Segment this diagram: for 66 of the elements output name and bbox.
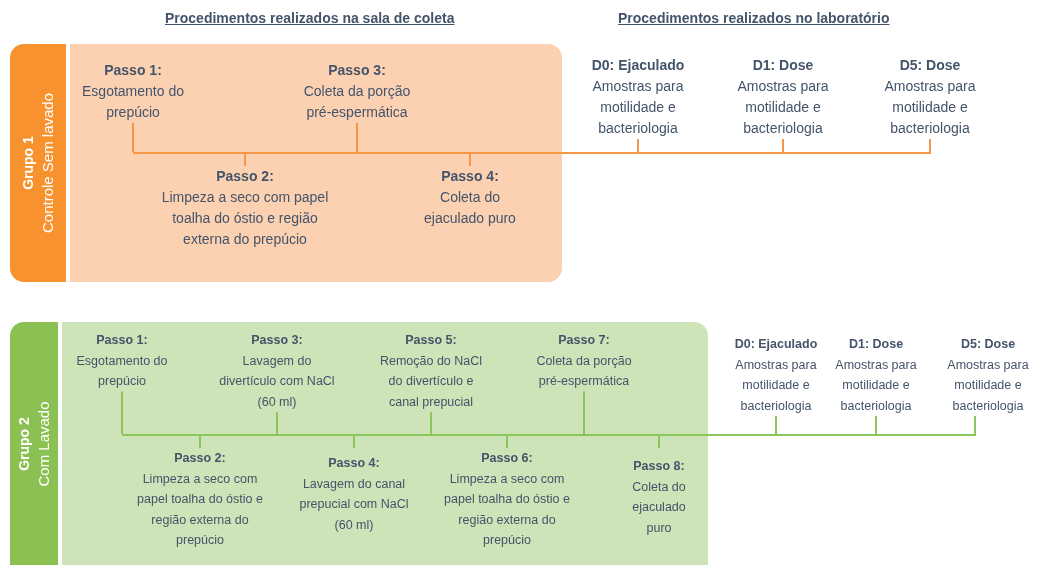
- connector-line: [199, 435, 201, 449]
- step-title: D1: Dose: [751, 56, 815, 75]
- connector-line: [583, 390, 585, 435]
- step-title: Passo 1:: [95, 332, 149, 349]
- group-subtitle: Controle Sem lavado: [38, 92, 57, 234]
- step-description: Limpeza a seco com papel toalha do óstio e região externa do prepúcio: [443, 470, 571, 549]
- step-title: Passo 7:: [557, 332, 611, 349]
- step-title: D0: Ejaculado: [590, 56, 686, 75]
- connector-line: [775, 415, 777, 435]
- connector-line: [658, 435, 660, 449]
- connector-line: [121, 390, 123, 435]
- step-description: Limpeza a seco com papel toalha do óstio e região externa do prepúcio: [160, 188, 330, 249]
- connector-line: [356, 122, 358, 153]
- group-band: [10, 322, 58, 565]
- step-description: Lavagem do canal prepucial com NaCl (60 ml): [298, 475, 410, 534]
- step-title: Passo 3:: [327, 61, 387, 80]
- connector-line: [430, 411, 432, 435]
- step-title: Passo 3:: [250, 332, 304, 349]
- connector-line: [276, 411, 278, 435]
- step-description: Coleta da porção pré-espermática: [302, 82, 412, 122]
- step-description: Amostras para motilidade e bacteriologia: [883, 77, 977, 138]
- connector-line: [353, 435, 355, 449]
- step-title: D5: Dose: [959, 336, 1017, 353]
- connector-line: [469, 153, 471, 167]
- connector-line: [782, 138, 784, 153]
- group-title: Grupo 1: [19, 135, 37, 192]
- group-panel: [70, 44, 562, 282]
- step-description: Limpeza a seco com papel toalha do óstio e região externa do prepúcio: [136, 470, 264, 549]
- timeline-bar: [122, 434, 976, 436]
- connector-line: [929, 138, 931, 153]
- step-description: Remoção do NaCl do divertículo e canal prepucial: [378, 352, 484, 411]
- step-title: Passo 6:: [480, 450, 534, 467]
- timeline-bar: [133, 152, 931, 154]
- group-title: Grupo 2: [15, 415, 33, 473]
- section-heading: Procedimentos realizados na sala de coleta: [165, 10, 455, 26]
- step-description: Coleta do ejaculado puro: [423, 188, 517, 228]
- step-description: Amostras para motilidade e bacteriologia: [591, 77, 685, 138]
- step-description: Coleta do ejaculado puro: [631, 478, 687, 537]
- step-title: Passo 8:: [632, 458, 686, 475]
- step-description: Coleta da porção pré-espermática: [535, 352, 633, 390]
- step-description: Esgotamento do prepúcio: [81, 82, 185, 122]
- connector-line: [244, 153, 246, 167]
- step-description: Lavagem do divertículo com NaCl (60 ml): [218, 352, 336, 411]
- step-description: Amostras para motilidade e bacteriologia: [734, 356, 818, 415]
- section-heading: Procedimentos realizados no laboratório: [618, 10, 890, 26]
- step-title: D5: Dose: [898, 56, 962, 75]
- step-title: Passo 5:: [404, 332, 458, 349]
- step-description: Amostras para motilidade e bacteriologia: [736, 77, 830, 138]
- step-title: Passo 2:: [215, 167, 275, 186]
- connector-line: [637, 138, 639, 153]
- step-title: D1: Dose: [847, 336, 905, 353]
- step-title: Passo 1:: [103, 61, 163, 80]
- connector-line: [875, 415, 877, 435]
- connector-line: [974, 415, 976, 435]
- connector-line: [132, 122, 134, 153]
- step-description: Amostras para motilidade e bacteriologia: [834, 356, 918, 415]
- group-subtitle: Com Lavado: [34, 400, 53, 487]
- step-description: Amostras para motilidade e bacteriologia: [946, 356, 1030, 415]
- group-band: [10, 44, 66, 282]
- step-description: Esgotamento do prepúcio: [75, 352, 169, 390]
- step-title: Passo 4:: [327, 455, 381, 472]
- connector-line: [506, 435, 508, 449]
- step-title: Passo 2:: [173, 450, 227, 467]
- step-title: Passo 4:: [440, 167, 500, 186]
- group-panel: [62, 322, 708, 565]
- step-title: D0: Ejaculado: [733, 336, 819, 353]
